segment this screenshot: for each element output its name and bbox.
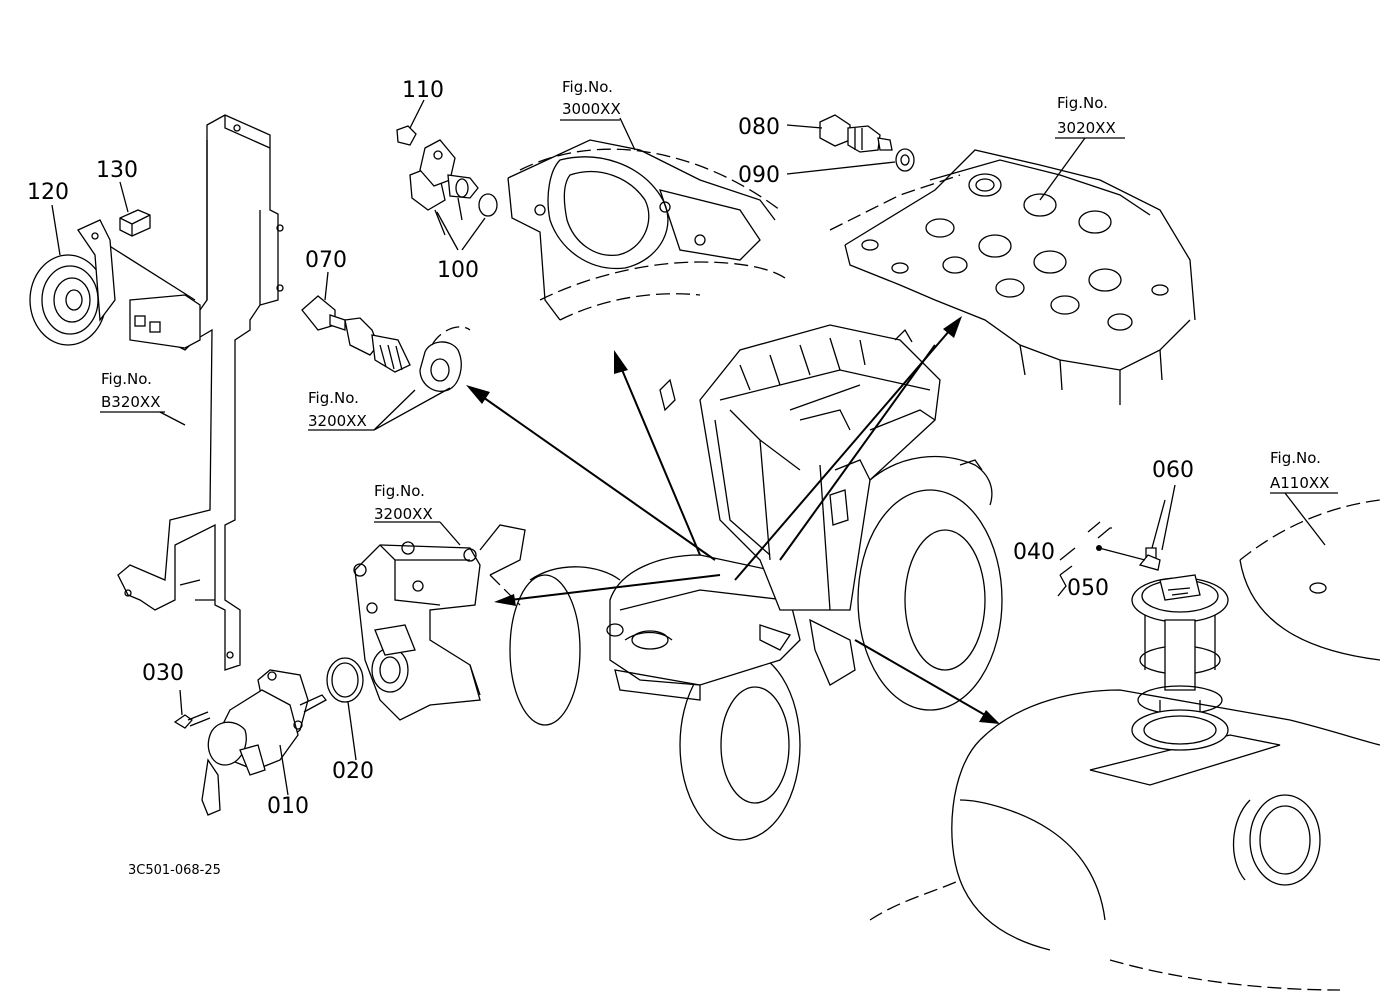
callout-030: 030	[142, 661, 184, 686]
figref-3200b-title: Fig.No.	[374, 482, 425, 500]
callout-labels: 010 020 030 040 050 060 070 080 090 100 …	[27, 78, 1194, 819]
sensor-070-illustration	[301, 295, 471, 392]
figref-b320-number: B320XX	[101, 393, 160, 411]
fuel-pump-assembly	[1057, 499, 1229, 751]
callout-010: 010	[267, 794, 309, 819]
figref-b320-title: Fig.No.	[101, 370, 152, 388]
figref-3000-title: Fig.No.	[562, 78, 613, 96]
figref-3020-number: 3020XX	[1057, 119, 1116, 137]
figure-references: Fig.No. 3000XX Fig.No. 3020XX Fig.No. B3…	[101, 78, 1329, 523]
callout-040: 040	[1013, 540, 1055, 565]
figref-3000-number: 3000XX	[562, 100, 621, 118]
horn-bracket-illustration	[29, 114, 284, 671]
callout-060: 060	[1152, 458, 1194, 483]
sensor-100-illustration	[396, 125, 498, 236]
sensor-080-illustration	[819, 114, 915, 172]
tractor-illustration	[509, 324, 1003, 841]
figref-a110-number: A110XX	[1270, 474, 1329, 492]
callout-100: 100	[437, 258, 479, 283]
figref-a110-title: Fig.No.	[1270, 449, 1321, 467]
figref-3200a-number: 3200XX	[308, 412, 367, 430]
callout-070: 070	[305, 248, 347, 273]
cylinder-head-illustration	[829, 149, 1196, 405]
callout-090: 090	[738, 163, 780, 188]
figref-3200b-number: 3200XX	[374, 505, 433, 523]
stop-solenoid-illustration	[173, 524, 526, 816]
callout-020: 020	[332, 759, 374, 784]
location-arrows	[466, 316, 1000, 724]
callout-120: 120	[27, 180, 69, 205]
callout-130: 130	[96, 158, 138, 183]
figref-3200a-title: Fig.No.	[308, 389, 359, 407]
callout-080: 080	[738, 115, 780, 140]
callout-050: 050	[1067, 576, 1109, 601]
callout-110: 110	[402, 78, 444, 103]
figref-3020-title: Fig.No.	[1057, 94, 1108, 112]
engine-block-illustration	[507, 139, 786, 321]
leader-lines	[51, 99, 1338, 796]
document-id: 3C501-068-25	[128, 863, 221, 878]
